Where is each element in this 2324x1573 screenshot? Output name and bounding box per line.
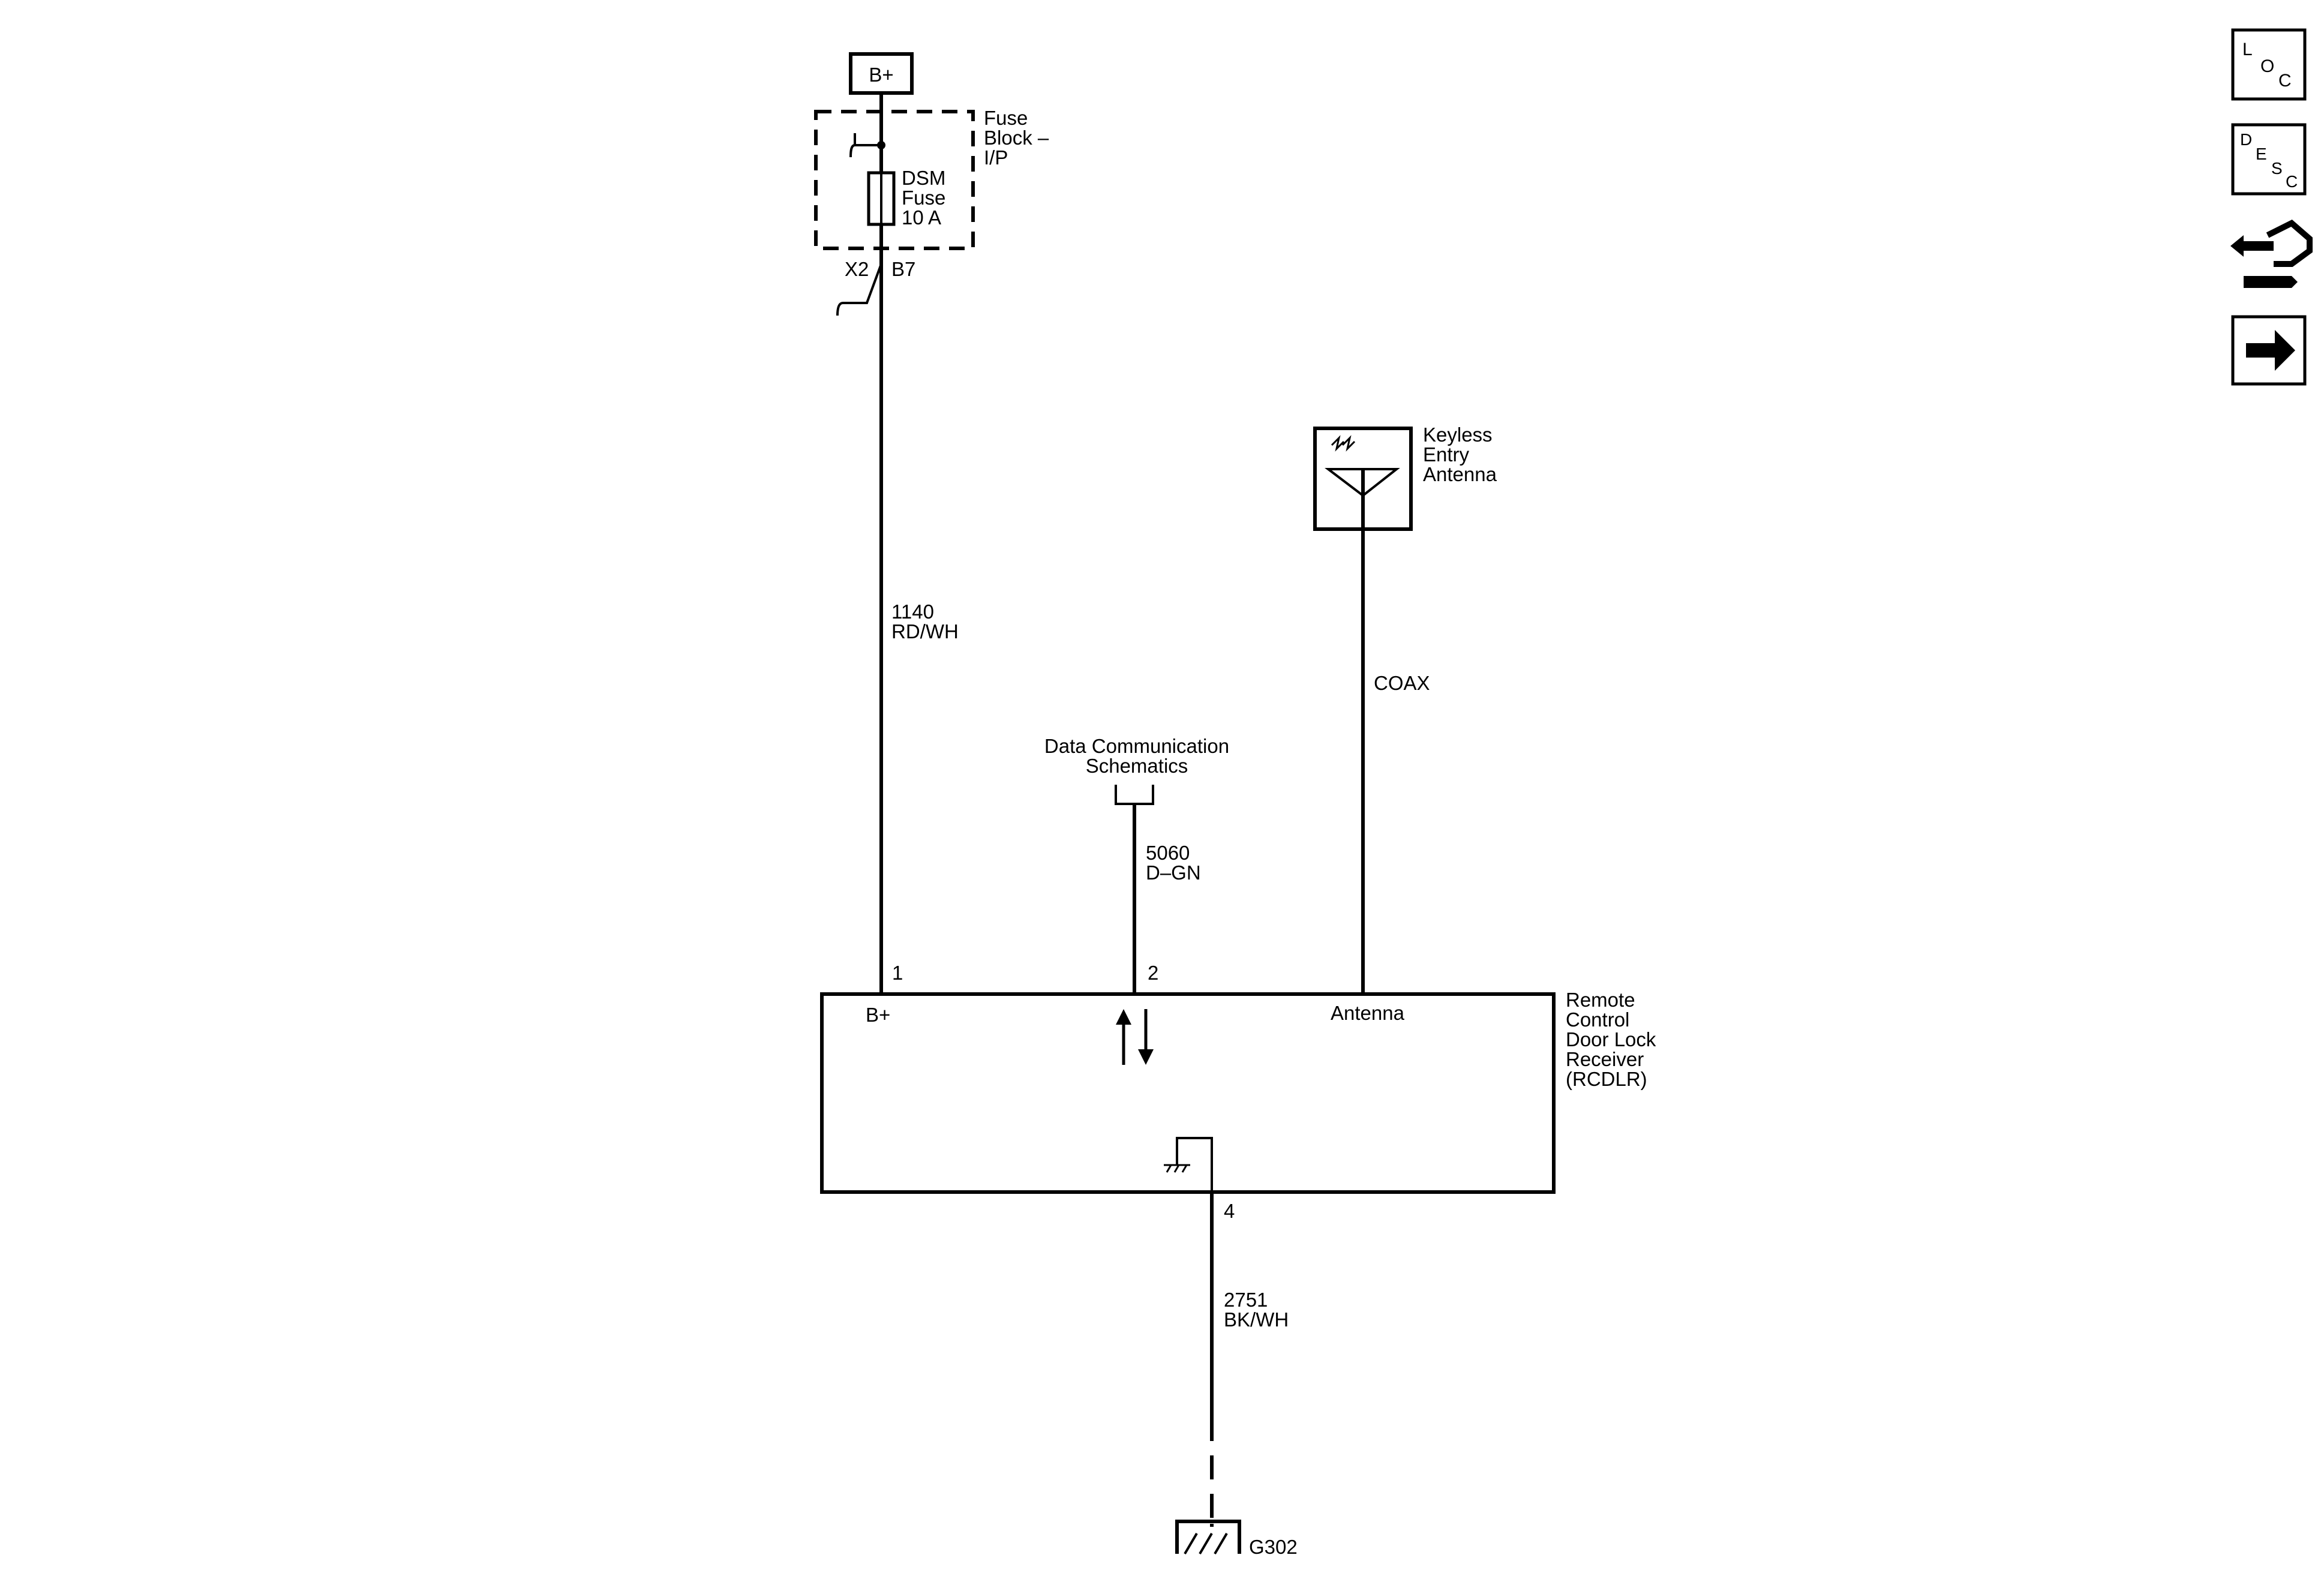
pin-4-label: 4 — [1224, 1200, 1235, 1222]
fuse-block-name-line-1: Fuse — [984, 107, 1028, 129]
desc-button-frame — [2231, 123, 2307, 196]
fuse-block-name-line-2: Block – — [984, 127, 1049, 149]
rcdlr-name-line-4: Receiver — [1566, 1048, 1644, 1070]
fuse-block: Fuse Block – I/P DSM Fuse 10 A X2 B7 — [814, 93, 1049, 316]
rf-signal-icon — [1331, 435, 1356, 452]
ground-g302: G302 — [1175, 1520, 1298, 1558]
ground-bracket — [1175, 1520, 1241, 1554]
rcdlr-name-line-1: Remote — [1566, 989, 1635, 1011]
rcdlr-module: 1 2 B+ Antenna Remote Control Door Lock … — [820, 962, 1656, 1194]
wire-5060-circuit: 5060 — [1146, 842, 1190, 864]
antenna-name-line-3: Antenna — [1423, 463, 1497, 485]
loc-letter-3: C — [2278, 71, 2292, 91]
fuse-label-line-1: DSM — [902, 167, 945, 189]
fuse-connector-label: X2 — [845, 258, 869, 280]
rcdlr-bplus-label: B+ — [866, 1004, 890, 1026]
fuse-block-outline — [814, 110, 975, 250]
antenna-name-line-1: Keyless — [1423, 424, 1493, 446]
wire-2751-color: BK/WH — [1224, 1308, 1289, 1331]
fuse-block-name-line-3: I/P — [984, 146, 1008, 169]
fuse-label-line-2: Fuse — [902, 187, 945, 209]
wire-2751-circuit: 2751 — [1224, 1289, 1268, 1311]
pin-2-label: 2 — [1148, 962, 1158, 984]
rcdlr-box — [820, 992, 1556, 1194]
ground-label: G302 — [1249, 1536, 1298, 1558]
data-communication-link: Data Communication Schematics — [1044, 735, 1229, 805]
antenna-name-line-2: Entry — [1423, 443, 1470, 466]
desc-letter-2: E — [2256, 145, 2267, 163]
bidirectional-data-icon — [1116, 1009, 1154, 1065]
fuse-terminal-label: B7 — [891, 258, 915, 280]
wire-1140-color: RD/WH — [891, 620, 959, 643]
rcdlr-antenna-label: Antenna — [1331, 1002, 1405, 1024]
keyless-entry-antenna: Keyless Entry Antenna — [1313, 424, 1497, 531]
desc-letter-3: S — [2271, 159, 2283, 178]
desc-button[interactable]: D E S C — [2231, 123, 2307, 196]
power-source-label: B+ — [869, 64, 893, 86]
connector-plug-icon — [2244, 276, 2298, 288]
connector-icon-button[interactable] — [2230, 220, 2313, 288]
fuse-label-line-3: 10 A — [902, 206, 941, 229]
desc-letter-1: D — [2240, 130, 2252, 149]
rcdlr-name-line-5: (RCDLR) — [1566, 1068, 1647, 1090]
next-arrow-icon — [2246, 330, 2295, 371]
rcdlr-name-line-3: Door Lock — [1566, 1028, 1656, 1050]
wire-coax-label: COAX — [1374, 672, 1430, 694]
loc-button[interactable]: L O C — [2231, 28, 2307, 101]
data-link-line-1: Data Communication — [1044, 735, 1229, 757]
desc-letter-4: C — [2286, 172, 2298, 191]
data-link-line-2: Schematics — [1086, 755, 1188, 777]
wire-1140-circuit: 1140 — [891, 601, 934, 623]
rcdlr-name-line-2: Control — [1566, 1008, 1629, 1031]
power-source: B+ — [849, 52, 914, 95]
loc-letter-1: L — [2242, 40, 2253, 59]
loc-button-frame — [2231, 28, 2307, 101]
ground-icon — [1184, 1532, 1228, 1555]
next-button[interactable] — [2231, 315, 2307, 386]
wire-5060-color: D–GN — [1146, 861, 1201, 884]
pin-1-label: 1 — [892, 962, 903, 984]
internal-ground-wire — [1176, 1137, 1213, 1192]
data-link-bracket — [1115, 785, 1154, 805]
connector-left-arrow-icon — [2230, 235, 2274, 257]
loc-letter-2: O — [2260, 56, 2274, 76]
bus-hook — [849, 144, 881, 158]
internal-ground-icon — [1164, 1164, 1190, 1173]
connector-hand-icon — [2266, 220, 2313, 267]
connector-hook — [836, 263, 882, 316]
